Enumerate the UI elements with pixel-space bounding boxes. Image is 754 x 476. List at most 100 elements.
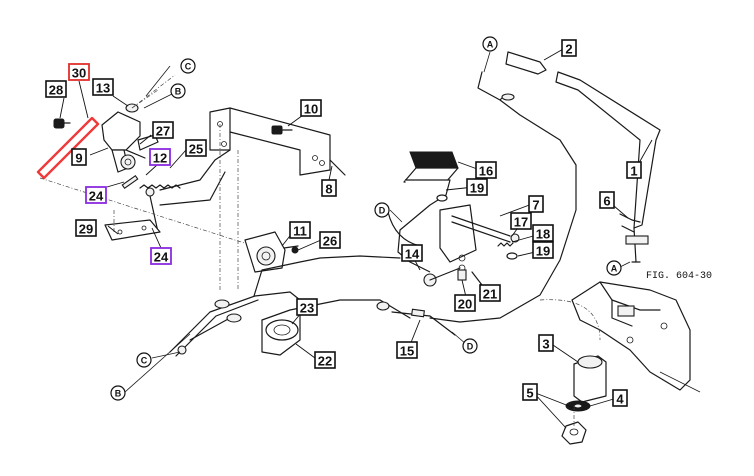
reference-marker-c: C: [136, 352, 152, 368]
part-label-17: 17: [510, 212, 532, 230]
part-label-24: 24: [85, 186, 107, 204]
reference-lines: [124, 51, 631, 393]
part-label-text: 10: [304, 102, 318, 117]
part-label-text: 30: [72, 66, 86, 81]
brake-tube-part-22: [169, 255, 411, 357]
part-label-box: [532, 241, 554, 259]
part-label-text: 29: [79, 222, 93, 237]
part-label-text: 24: [154, 250, 169, 265]
reference-marker-letter: B: [175, 87, 182, 97]
reference-marker-circle: [374, 202, 390, 218]
part-label-box: [92, 78, 114, 96]
part-label-text: 13: [96, 81, 110, 96]
part-label-16: 16: [475, 161, 497, 179]
part-label-25: 25: [185, 139, 207, 157]
part-label-box: [538, 334, 554, 352]
nut-part-26: [291, 246, 299, 254]
part-label-text: 23: [300, 301, 314, 316]
part-label-23: 23: [296, 298, 318, 316]
cylinder-part-11: [244, 231, 299, 273]
grip-part-2: [505, 51, 547, 75]
part-label-4: 4: [612, 389, 628, 407]
reference-marker-circle: [110, 385, 126, 401]
reference-marker-letter: A: [611, 264, 618, 274]
part-label-text: 19: [470, 181, 484, 196]
part-label-3: 3: [538, 334, 554, 352]
reference-markers: A A B B C C D D: [110, 36, 622, 401]
part-label-text: 8: [325, 182, 332, 197]
washer-part-19-lower: [506, 252, 518, 260]
reference-marker-letter: D: [467, 342, 474, 352]
reference-marker-a: A: [482, 36, 498, 52]
reference-marker-letter: C: [185, 62, 192, 72]
axis-line-left: [39, 177, 261, 249]
reference-marker-d: D: [374, 202, 390, 218]
bolt-part-10: [271, 125, 293, 135]
part-label-29: 29: [75, 219, 97, 237]
part-label-box: [532, 224, 554, 242]
part-label-text: 7: [532, 198, 539, 213]
cable-part-7: [429, 71, 577, 323]
part-label-box: [466, 178, 488, 196]
part-label-box: [510, 212, 532, 230]
pedal-pad-part-16: [403, 151, 459, 183]
part-label-text: 5: [526, 386, 533, 401]
part-label-text: 2: [565, 42, 572, 57]
part-label-text: 11: [293, 224, 307, 239]
clip-part-6: [619, 213, 641, 233]
part-label-box: [71, 148, 87, 166]
reference-marker-circle: [170, 83, 186, 99]
part-label-box: [528, 195, 544, 213]
reference-marker-circle: [462, 338, 478, 354]
part-label-text: 25: [189, 142, 203, 157]
part-label-6: 6: [599, 191, 615, 209]
part-label-15: 15: [396, 341, 418, 359]
part-label-text: 12: [153, 151, 167, 166]
part-label-box: [85, 186, 107, 204]
part-label-text: 17: [514, 215, 528, 230]
washer-part-19-upper: [436, 194, 448, 202]
part-label-box: [612, 389, 628, 407]
spring-part-18: [497, 242, 514, 247]
part-label-box: [396, 341, 418, 359]
part-label-8: 8: [321, 179, 337, 197]
part-label-text: 19: [536, 244, 550, 259]
part-label-box: [150, 247, 172, 265]
reference-marker-circle: [482, 36, 498, 52]
part-label-box: [289, 221, 311, 239]
reference-marker-circle: [180, 58, 196, 74]
part-label-box: [300, 99, 322, 117]
pin-part-24-upper: [121, 175, 139, 189]
part-label-27: 27: [152, 121, 174, 139]
part-label-text: 16: [479, 164, 493, 179]
part-label-text: 28: [49, 83, 63, 98]
part-label-19: 19: [466, 178, 488, 196]
nut-part-5: [561, 406, 587, 445]
part-label-box: [626, 161, 642, 179]
part-label-2: 2: [561, 39, 577, 57]
part-number-labels: 1234567891011121314151617181919202122232…: [45, 39, 642, 407]
reference-marker-letter: C: [141, 356, 148, 366]
part-label-box: [319, 231, 341, 249]
part-label-box: [475, 161, 497, 179]
transmission-housing: [539, 281, 701, 393]
part-label-5: 5: [522, 383, 538, 401]
part-label-text: 1: [630, 164, 637, 179]
bolt-part-28: [53, 118, 71, 129]
part-label-text: 26: [323, 234, 337, 249]
part-label-13: 13: [92, 78, 114, 96]
reference-marker-d: D: [462, 338, 478, 354]
reference-marker-letter: B: [115, 389, 122, 399]
cable-end-part-15: [391, 308, 456, 336]
figure-reference: FIG. 604-30: [646, 271, 712, 282]
part-label-18: 18: [532, 224, 554, 242]
lever-part-1: [555, 71, 661, 263]
part-label-12: 12: [149, 148, 171, 166]
part-label-text: 20: [458, 297, 472, 312]
reference-marker-circle: [606, 260, 622, 276]
part-label-text: 24: [89, 189, 104, 204]
pin-part-21: [471, 271, 483, 286]
part-label-20: 20: [454, 294, 476, 312]
pin-part-20: [457, 269, 467, 281]
